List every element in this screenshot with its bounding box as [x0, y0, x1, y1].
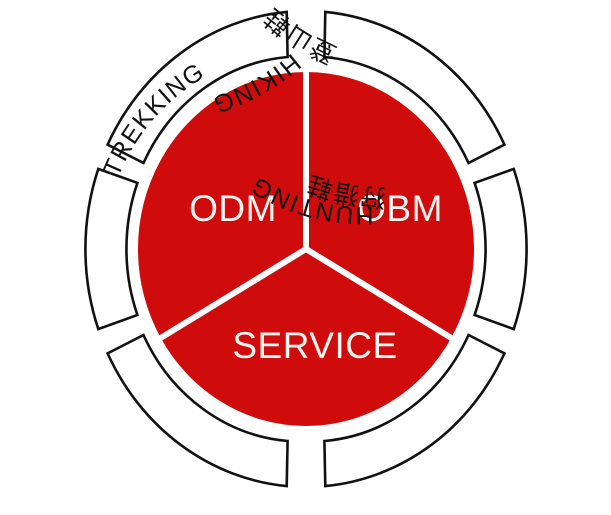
- ring-segment-hiking[interactable]: [323, 10, 507, 165]
- core-divider-lower-right: [304, 246, 455, 342]
- core-circle-group: [137, 70, 475, 427]
- core-label-odm: ODM: [189, 188, 277, 229]
- core-divider-lower-left: [157, 246, 308, 342]
- ring-segment-trekking[interactable]: [105, 10, 289, 165]
- ring-segment-safety[interactable]: [105, 333, 289, 488]
- core-sector-odm[interactable]: [137, 72, 306, 338]
- core-sector-obm[interactable]: [306, 72, 475, 338]
- ring-segment-military[interactable]: [323, 333, 507, 488]
- core-labels-group: ODM OBM SERVICE: [189, 188, 443, 366]
- ring-segments-group: [84, 10, 528, 488]
- ring-segment-hunting[interactable]: [472, 167, 528, 331]
- ring-segment-outdoor-gear[interactable]: [84, 167, 140, 331]
- core-label-obm: OBM: [357, 188, 443, 229]
- core-label-service: SERVICE: [232, 325, 397, 366]
